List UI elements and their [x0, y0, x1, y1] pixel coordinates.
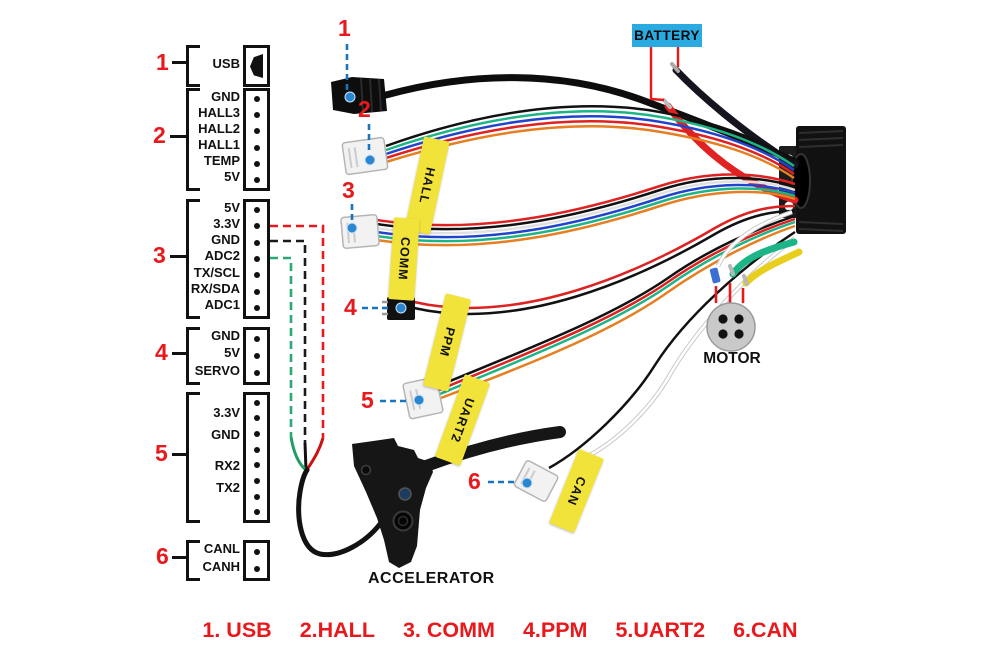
pin-dot: [253, 160, 260, 167]
callout-number-2: 2: [358, 96, 371, 122]
number-dash: [172, 352, 186, 355]
pin-housing-2: [243, 88, 270, 191]
callout-number-6: 6: [468, 468, 481, 494]
pin-dot: [253, 399, 260, 406]
number-dash: [172, 61, 186, 64]
accelerator-label: ACCELERATOR: [368, 570, 495, 587]
pin-housing-6: [243, 540, 270, 581]
pin-dot: [253, 144, 260, 151]
bracket-4: [186, 327, 200, 385]
hall-connector: [341, 136, 389, 176]
usb-plug-icon: [250, 54, 263, 78]
connector-number-5: 5: [155, 440, 168, 466]
legend-item-can: 6.CAN: [733, 618, 798, 642]
pin-dot: [253, 255, 260, 262]
pin-dot: [253, 176, 260, 183]
pin-housing-5: [243, 392, 270, 523]
pin-dot: [253, 509, 260, 516]
pin-dot: [253, 112, 260, 119]
pin-labels-1: USB: [212, 55, 240, 71]
pin-dot: [253, 223, 260, 230]
legend-item-hall: 2.HALL: [299, 618, 375, 642]
pin-dot: [253, 288, 260, 295]
ppm-wire-pair: [413, 204, 796, 316]
pin-dot: [253, 477, 260, 484]
sensor-wire-dashed-green: [270, 256, 308, 472]
connector-number-1: 1: [156, 49, 169, 75]
callout-number-3: 3: [342, 177, 355, 203]
accelerator-lever: [296, 426, 566, 568]
pin-housing-3: [243, 199, 270, 319]
pin-dot: [253, 431, 260, 438]
can-connector: [513, 460, 559, 502]
connector-number-2: 2: [153, 122, 166, 148]
pin-dot: [253, 352, 260, 359]
pin-dot: [253, 462, 260, 469]
number-dash: [170, 255, 186, 258]
accelerator-cable: [296, 467, 383, 558]
legend-item-comm: 3. COMM: [402, 618, 495, 642]
battery-wire-black: [670, 62, 799, 169]
sensor-wire-dashed-black: [270, 239, 308, 471]
pin-labels-4: GND 5V SERVO: [194, 328, 240, 378]
callout-number-1: 1: [338, 15, 351, 41]
motor-label: MOTOR: [703, 350, 761, 367]
bracket-6: [186, 540, 200, 581]
number-dash: [170, 135, 186, 138]
pin-dot: [253, 239, 260, 246]
callout-dots: [344, 91, 533, 489]
pin-dot: [253, 272, 260, 279]
pin-housing-1: [243, 45, 270, 87]
connector-number-6: 6: [156, 543, 169, 569]
connector-number-3: 3: [153, 242, 166, 268]
legend-item-uart2: 5.UART2: [615, 618, 706, 642]
pin-labels-6: CANL CANH: [202, 541, 240, 574]
number-dash: [172, 556, 186, 559]
pin-dot: [253, 548, 260, 555]
pin-labels-2: GND HALL3 HALL2 HALL1 TEMP 5V: [198, 88, 240, 185]
callout-lines: [345, 44, 518, 484]
bracket-3: [186, 199, 200, 319]
hall-wire-bundle: [385, 105, 795, 180]
pin-dot: [253, 370, 260, 377]
sensor-wire-dashed-red: [270, 224, 325, 471]
comm-connector: [340, 213, 380, 250]
legend-item-ppm: 4.PPM: [522, 618, 588, 642]
bracket-5: [186, 392, 200, 523]
pin-dot: [253, 415, 260, 422]
legend: 1. USB 2.HALL 3. COMM 4.PPM 5.UART2 6.CA…: [0, 618, 1000, 643]
bracket-2: [186, 88, 200, 191]
connector-number-4: 4: [155, 339, 168, 365]
pin-dot: [253, 566, 260, 573]
pin-dot: [253, 335, 260, 342]
pin-dot: [253, 493, 260, 500]
callout-number-4: 4: [344, 294, 357, 320]
pin-dot: [253, 304, 260, 311]
pin-dot: [253, 446, 260, 453]
callout-number-5: 5: [361, 387, 374, 413]
pin-labels-3: 5V 3.3V GND ADC2 TX/SCL RX/SDA ADC1: [190, 199, 240, 313]
battery-label: BATTERY: [632, 24, 702, 47]
pin-dot: [253, 128, 260, 135]
motor-phase-wires: [709, 209, 803, 303]
pin-dot: [253, 207, 260, 214]
number-dash: [172, 453, 186, 456]
bracket-1: [186, 45, 200, 87]
pin-labels-5: 3.3V GND RX2 TX2: [211, 404, 240, 496]
pin-housing-4: [243, 327, 270, 385]
battery-lead-lines: [649, 47, 680, 102]
comm-wire-bundle: [376, 173, 796, 247]
motor-connector: [706, 302, 756, 352]
pin-dot: [253, 96, 260, 103]
legend-item-usb: 1. USB: [202, 618, 272, 642]
